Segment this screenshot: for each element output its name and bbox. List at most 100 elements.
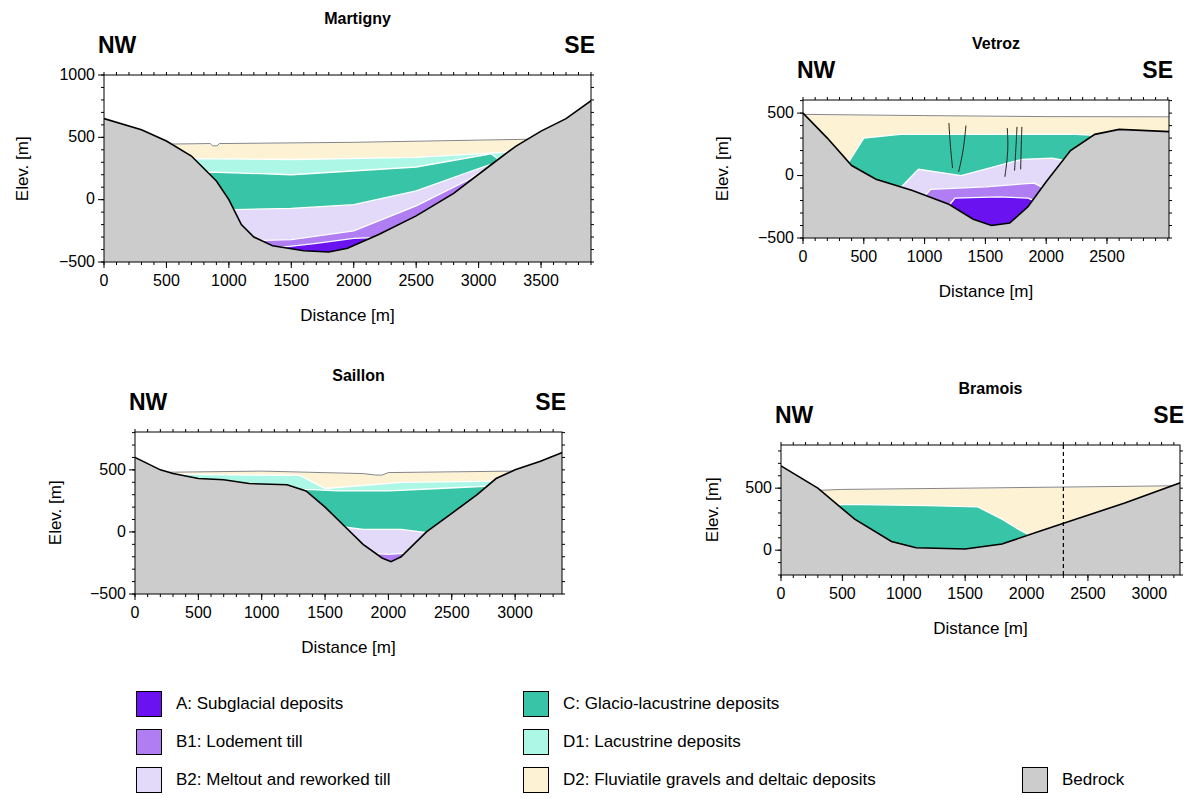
legend-text: A: Subglacial deposits bbox=[176, 694, 343, 714]
ground-surface bbox=[160, 139, 531, 146]
legend-swatch bbox=[136, 729, 162, 755]
tick-label: 1500 bbox=[968, 248, 1004, 266]
bedrock bbox=[104, 96, 591, 262]
tick-mark bbox=[228, 262, 229, 268]
tick-mark bbox=[781, 575, 782, 581]
tick-mark bbox=[129, 594, 135, 595]
fault-line bbox=[949, 123, 953, 168]
bedrock-surface bbox=[104, 96, 591, 252]
plot-frame bbox=[104, 75, 591, 262]
legend-text: B1: Lodement till bbox=[176, 732, 303, 752]
tick-label: 500 bbox=[153, 272, 180, 290]
tick-mark bbox=[98, 262, 104, 263]
plot-frame bbox=[781, 445, 1180, 575]
legend-swatch bbox=[523, 691, 549, 717]
tick-label: 0 bbox=[117, 523, 126, 541]
legend-text: B2: Meltout and reworked till bbox=[176, 770, 391, 790]
tick-label: 500 bbox=[68, 128, 95, 146]
fault-line bbox=[1005, 128, 1008, 177]
axis-title: Elev. [m] bbox=[702, 478, 722, 543]
panel-title: Bramois bbox=[958, 380, 1022, 398]
tick-mark bbox=[541, 262, 542, 268]
tick-mark bbox=[291, 262, 292, 268]
tick-label: 2500 bbox=[1089, 248, 1125, 266]
tick-mark bbox=[416, 262, 417, 268]
plot-frame bbox=[135, 432, 562, 594]
ground-surface bbox=[803, 114, 1169, 116]
tick-label: 1500 bbox=[307, 604, 343, 622]
tick-label: 1000 bbox=[907, 248, 943, 266]
bedrock bbox=[135, 451, 562, 594]
minor-ticks bbox=[778, 442, 1183, 578]
tick-mark bbox=[98, 199, 104, 200]
tick-mark bbox=[1046, 238, 1047, 244]
tick-label: 2500 bbox=[398, 272, 434, 290]
tick-label: 500 bbox=[99, 461, 126, 479]
tick-mark bbox=[104, 262, 105, 268]
tick-label: 2000 bbox=[371, 604, 407, 622]
axis-title: Distance [m] bbox=[933, 619, 1027, 639]
section-panel bbox=[135, 451, 562, 594]
legend-text: C: Glacio-lacustrine deposits bbox=[563, 694, 779, 714]
bedrock-surface bbox=[135, 451, 562, 561]
tick-label: 500 bbox=[745, 479, 772, 497]
tick-mark bbox=[1106, 238, 1107, 244]
direction-label: SE bbox=[1142, 57, 1173, 83]
tick-mark bbox=[1026, 575, 1027, 581]
panel-title: Martigny bbox=[324, 10, 391, 28]
tick-mark bbox=[797, 238, 803, 239]
tick-mark bbox=[451, 594, 452, 600]
bedrock-surface bbox=[781, 466, 1180, 549]
tick-label: 2000 bbox=[1009, 585, 1045, 603]
tick-label: 2000 bbox=[336, 272, 372, 290]
tick-label: 3500 bbox=[523, 272, 559, 290]
tick-label: −500 bbox=[758, 229, 794, 247]
minor-ticks bbox=[132, 429, 565, 597]
axis-title: Elev. [m] bbox=[12, 136, 32, 201]
tick-label: −500 bbox=[59, 253, 95, 271]
tick-label: 500 bbox=[850, 248, 877, 266]
tick-label: 0 bbox=[86, 190, 95, 208]
minor-ticks bbox=[800, 97, 1172, 241]
tick-label: 0 bbox=[799, 248, 808, 266]
tick-label: 3000 bbox=[461, 272, 497, 290]
tick-label: 1500 bbox=[274, 272, 310, 290]
tick-mark bbox=[803, 238, 804, 244]
tick-mark bbox=[261, 594, 262, 600]
tick-mark bbox=[985, 238, 986, 244]
tick-label: −500 bbox=[90, 585, 126, 603]
tick-mark bbox=[903, 575, 904, 581]
tick-mark bbox=[325, 594, 326, 600]
bedrock bbox=[781, 466, 1180, 575]
tick-label: 0 bbox=[777, 585, 786, 603]
tick-label: 0 bbox=[763, 541, 772, 559]
section-panel bbox=[803, 113, 1169, 238]
fault-line bbox=[959, 126, 966, 172]
ground-surface bbox=[160, 470, 527, 475]
axis-title: Distance [m] bbox=[939, 282, 1033, 302]
tick-mark bbox=[478, 262, 479, 268]
legend-swatch bbox=[1022, 767, 1048, 793]
tick-label: 1000 bbox=[211, 272, 247, 290]
tick-mark bbox=[1149, 575, 1150, 581]
bedrock bbox=[803, 113, 1169, 238]
tick-mark bbox=[98, 137, 104, 138]
tick-mark bbox=[98, 75, 104, 76]
legend-swatch bbox=[523, 767, 549, 793]
tick-label: 1000 bbox=[59, 66, 95, 84]
tick-mark bbox=[842, 575, 843, 581]
tick-mark bbox=[775, 488, 781, 489]
direction-label: NW bbox=[129, 389, 167, 415]
tick-mark bbox=[797, 113, 803, 114]
direction-label: SE bbox=[535, 389, 566, 415]
section-marker bbox=[1063, 445, 1064, 575]
tick-label: 500 bbox=[185, 604, 212, 622]
tick-label: 3000 bbox=[1132, 585, 1168, 603]
direction-label: NW bbox=[797, 57, 835, 83]
tick-label: 1500 bbox=[947, 585, 983, 603]
tick-mark bbox=[965, 575, 966, 581]
axis-title: Elev. [m] bbox=[45, 481, 65, 546]
minor-ticks bbox=[101, 72, 594, 265]
tick-mark bbox=[924, 238, 925, 244]
